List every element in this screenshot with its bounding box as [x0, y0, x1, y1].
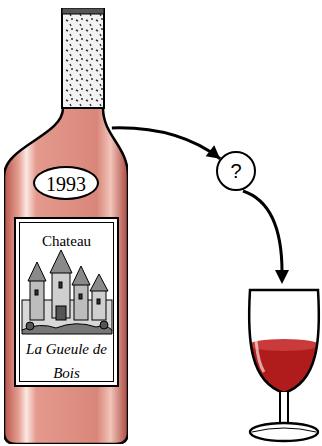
leader-arrow: [243, 191, 282, 272]
question-mark: ?: [218, 160, 254, 183]
bottle-label: Chateau La Gueule de Bois: [14, 217, 119, 387]
label-name: La Gueule de Bois: [16, 337, 117, 385]
question-circle: ?: [216, 151, 256, 191]
arrow-line: [112, 128, 220, 159]
vintage-oval: 1993: [33, 166, 99, 200]
wine-bottle: 1993Chateau La Gueule de Bois: [4, 8, 128, 444]
arrow-head: [206, 145, 221, 158]
label-heading: Chateau: [16, 233, 117, 250]
flow-arrow: [112, 128, 220, 159]
arrow-head: [275, 270, 289, 284]
vintage-year: 1993: [35, 173, 97, 196]
